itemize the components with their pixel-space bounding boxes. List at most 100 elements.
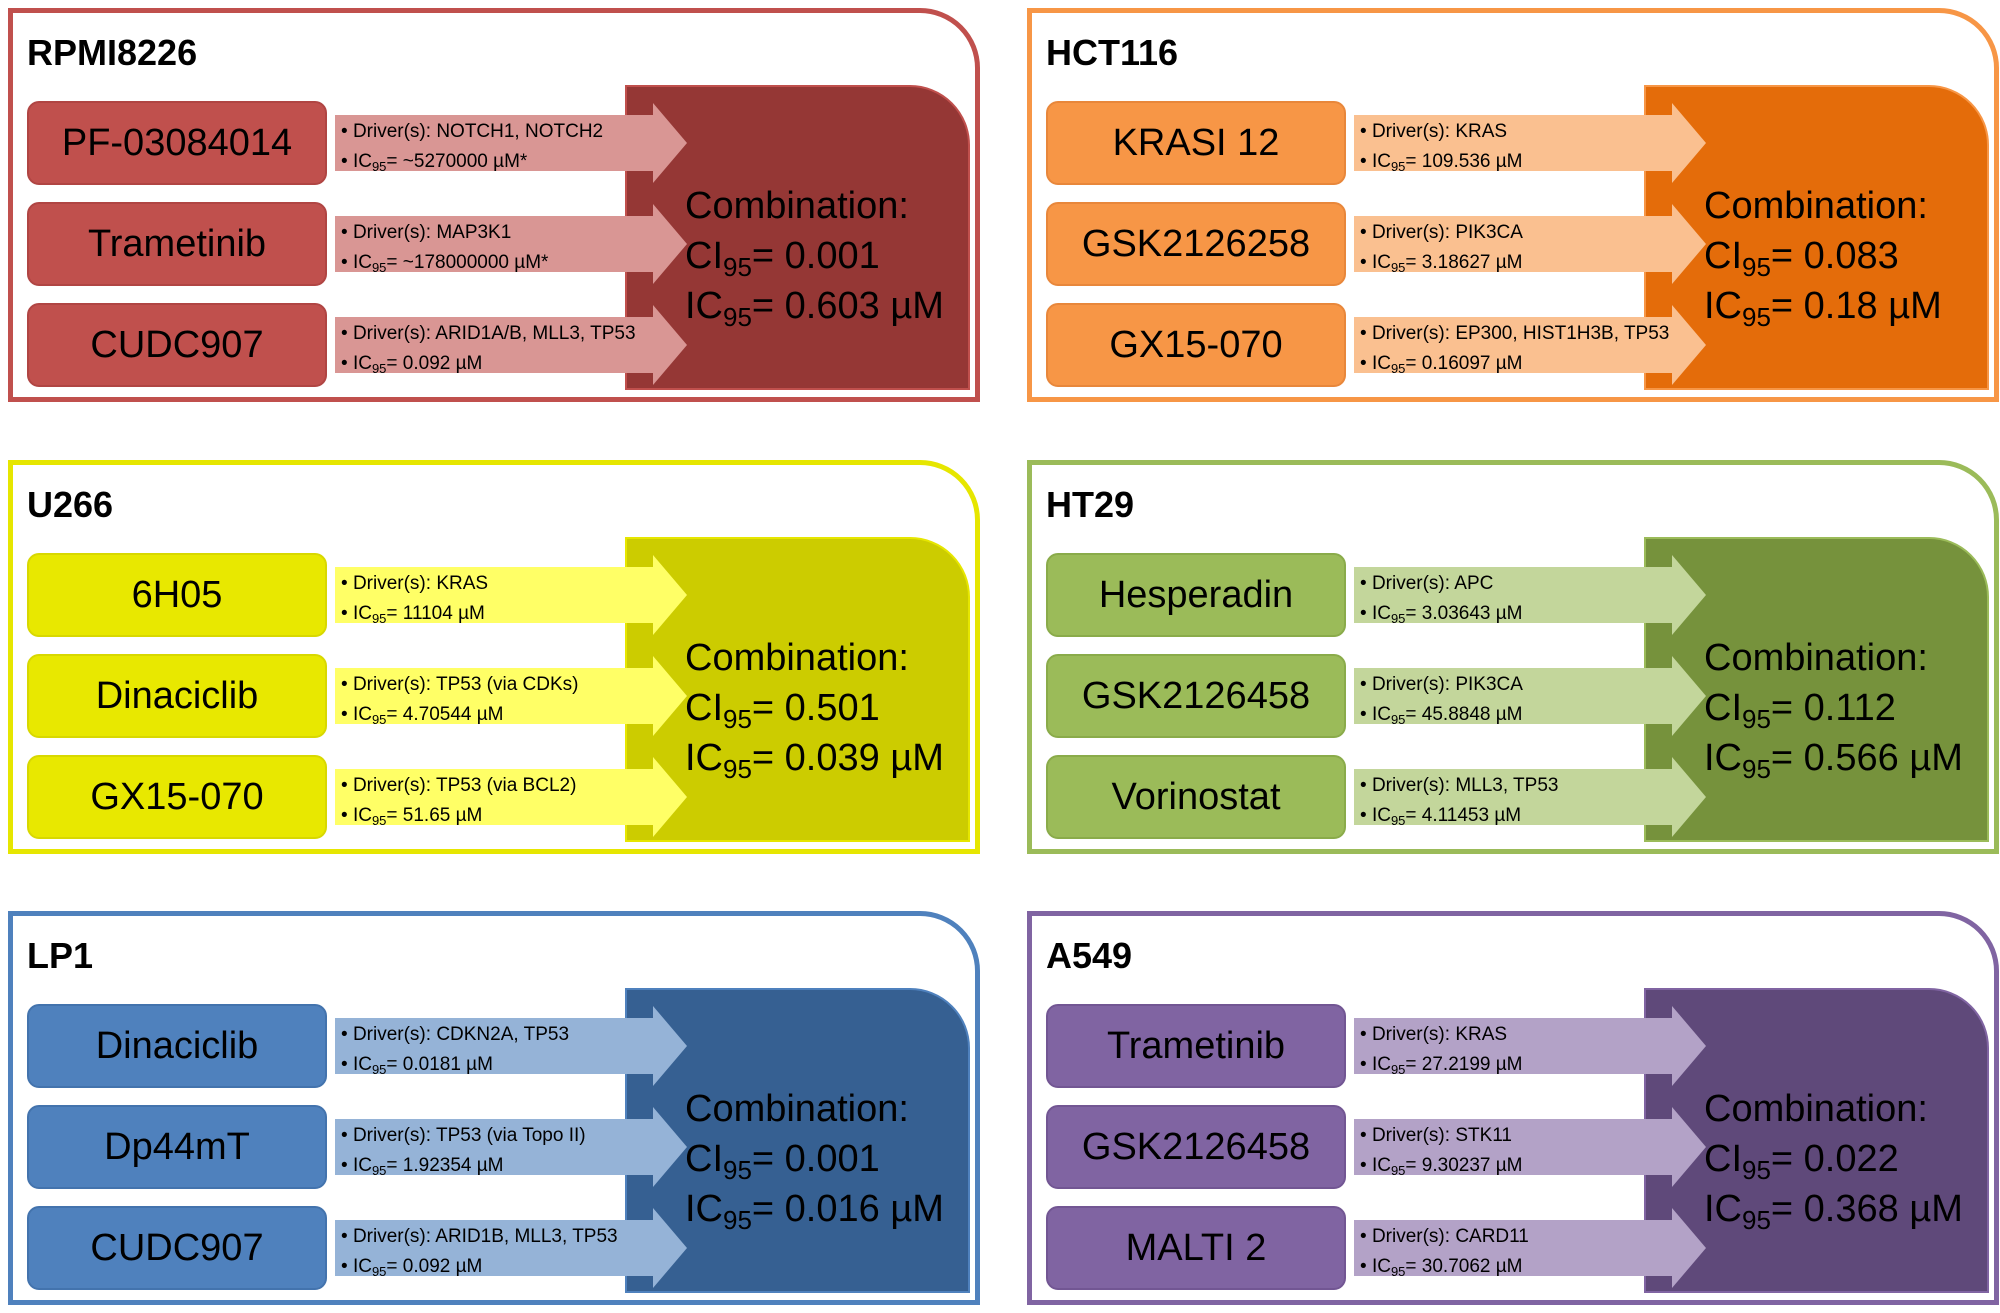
driver-line: • Driver(s): CARD11 xyxy=(1360,1226,1529,1247)
driver-line: • Driver(s): ARID1B, MLL3, TP53 xyxy=(341,1226,618,1247)
ic-label: IC xyxy=(685,737,723,779)
driver-text: Driver(s): TP53 (via Topo II) xyxy=(352,1125,586,1146)
ic-value: = 0.039 µM xyxy=(751,737,944,779)
combination-label: Combination: xyxy=(685,185,909,227)
ic-subscript: 95 xyxy=(1390,361,1406,376)
combination-ic: IC95= 0.18 µM xyxy=(1704,281,1942,331)
panel-title: A549 xyxy=(1046,935,1133,976)
ic95-line: • IC95= 3.18627 µM xyxy=(1360,252,1523,275)
driver-text: Driver(s): STK11 xyxy=(1371,1125,1512,1146)
driver-line: • Driver(s): KRAS xyxy=(1360,121,1508,142)
ic-subscript: 95 xyxy=(723,302,752,332)
drug-box: Vorinostat xyxy=(1046,755,1346,839)
driver-info: • Driver(s): CARD11• IC95= 30.7062 µM xyxy=(1360,1222,1529,1282)
combination-ci: CI95= 0.022 xyxy=(1704,1134,1963,1184)
combination-ci: CI95= 0.083 xyxy=(1704,231,1942,281)
ic-subscript: 95 xyxy=(1390,1264,1406,1279)
driver-arrow: • Driver(s): APC• IC95= 3.03643 µM xyxy=(1354,555,1714,639)
arrow-shape-icon xyxy=(335,1006,687,1086)
ic-label: IC xyxy=(1371,1256,1391,1277)
ic-subscript: 95 xyxy=(1742,302,1771,332)
ic-subscript: 95 xyxy=(371,159,387,174)
drug-box: Dinaciclib xyxy=(27,654,327,738)
driver-info: • Driver(s): MLL3, TP53• IC95= 4.11453 µ… xyxy=(1360,771,1558,831)
ic-value: = 27.2199 µM xyxy=(1405,1054,1523,1075)
driver-arrow: • Driver(s): TP53 (via CDKs)• IC95= 4.70… xyxy=(335,656,695,740)
driver-arrow: • Driver(s): TP53 (via BCL2)• IC95= 51.6… xyxy=(335,757,695,841)
driver-text: Driver(s): MAP3K1 xyxy=(352,222,512,243)
driver-line: • Driver(s): CDKN2A, TP53 xyxy=(341,1024,570,1045)
ic-label: IC xyxy=(685,285,723,327)
driver-info: • Driver(s): APC• IC95= 3.03643 µM xyxy=(1360,569,1523,629)
combination-ic: IC95= 0.368 µM xyxy=(1704,1184,1963,1234)
driver-line: • Driver(s): STK11 xyxy=(1360,1125,1512,1146)
ic-value: = 1.92354 µM xyxy=(386,1155,504,1176)
arrow-shape-icon xyxy=(335,656,687,736)
panel-title: RPMI8226 xyxy=(27,32,198,73)
ic-value: = 0.16097 µM xyxy=(1405,353,1523,374)
ic-label: IC xyxy=(1704,737,1742,779)
driver-line: • Driver(s): PIK3CA xyxy=(1360,674,1523,695)
driver-info: • Driver(s): PIK3CA • IC95= 3.18627 µM xyxy=(1360,218,1523,278)
drug-box: 6H05 xyxy=(27,553,327,637)
drug-box: GSK2126458 xyxy=(1046,654,1346,738)
drug-box: MALTI 2 xyxy=(1046,1206,1346,1290)
drug-box: Hesperadin xyxy=(1046,553,1346,637)
ic95-line: • IC95= 4.70544 µM xyxy=(341,704,504,727)
ci-value: = 0.001 xyxy=(751,235,880,277)
drug-box: GX15-070 xyxy=(27,755,327,839)
arrow-shape-icon xyxy=(335,305,687,385)
ci-value: = 0.022 xyxy=(1770,1138,1899,1180)
panel-title: HT29 xyxy=(1046,484,1135,525)
combination-ci: CI95= 0.112 xyxy=(1704,683,1963,733)
combination-box xyxy=(1644,85,1989,390)
ci-label: CI xyxy=(1704,687,1742,729)
ci-subscript: 95 xyxy=(723,252,752,282)
ic-value: = 0.18 µM xyxy=(1770,285,1942,327)
driver-text: Driver(s): APC xyxy=(1371,573,1494,594)
arrow-shape-icon xyxy=(335,757,687,837)
driver-info: • Driver(s): KRAS• IC95= 109.536 µM xyxy=(1360,117,1523,177)
driver-arrow: • Driver(s): NOTCH1, NOTCH2• IC95= ~5270… xyxy=(335,103,695,187)
ic95-line: • IC95= 11104 µM xyxy=(341,603,485,626)
combination-box xyxy=(1644,537,1989,842)
ic-value: = 0.566 µM xyxy=(1770,737,1963,779)
driver-arrow: • Driver(s): KRAS• IC95= 11104 µM xyxy=(335,555,695,639)
driver-arrow: • Driver(s): CARD11• IC95= 30.7062 µM xyxy=(1354,1208,1714,1292)
ic-value: = 3.18627 µM xyxy=(1405,252,1523,273)
ic-value: = 30.7062 µM xyxy=(1405,1256,1523,1277)
ic-label: IC xyxy=(1371,805,1391,826)
ic-value: = 51.65 µM xyxy=(386,805,483,826)
ci-subscript: 95 xyxy=(1742,1155,1771,1185)
combination-ci: CI95= 0.001 xyxy=(685,231,944,281)
driver-line: • Driver(s): TP53 (via Topo II) xyxy=(341,1125,586,1146)
ic-value: = 11104 µM xyxy=(386,603,485,624)
ic-label: IC xyxy=(1371,252,1391,273)
ic-label: IC xyxy=(1371,704,1391,725)
driver-info: • Driver(s): ARID1A/B, MLL3, TP53• IC95=… xyxy=(341,319,636,379)
driver-arrow: • Driver(s): MLL3, TP53• IC95= 4.11453 µ… xyxy=(1354,757,1714,841)
combination-ic: IC95= 0.603 µM xyxy=(685,281,944,331)
ic-label: IC xyxy=(352,1054,372,1075)
arrow-shape-icon xyxy=(1354,204,1706,284)
ic-subscript: 95 xyxy=(371,361,387,376)
ic-value: = ~5270000 µM* xyxy=(386,151,528,172)
ic-label: IC xyxy=(1704,285,1742,327)
driver-info: • Driver(s): KRAS• IC95= 11104 µM xyxy=(341,569,488,629)
driver-text: Driver(s): ARID1A/B, MLL3, TP53 xyxy=(352,323,636,344)
ci-subscript: 95 xyxy=(1742,704,1771,734)
combination-box xyxy=(625,988,970,1293)
ic-subscript: 95 xyxy=(1742,754,1771,784)
arrow-shape-icon xyxy=(1354,757,1706,837)
driver-info: • Driver(s): TP53 (via BCL2)• IC95= 51.6… xyxy=(341,771,576,831)
driver-line: • Driver(s): KRAS xyxy=(1360,1024,1508,1045)
drug-box: CUDC907 xyxy=(27,303,327,387)
driver-line: • Driver(s): PIK3CA xyxy=(1360,222,1523,243)
ic-value: = 45.8848 µM xyxy=(1405,704,1523,725)
ic95-line: • IC95= 3.03643 µM xyxy=(1360,603,1523,626)
driver-arrow: • Driver(s): MAP3K1• IC95= ~178000000 µM… xyxy=(335,204,695,288)
